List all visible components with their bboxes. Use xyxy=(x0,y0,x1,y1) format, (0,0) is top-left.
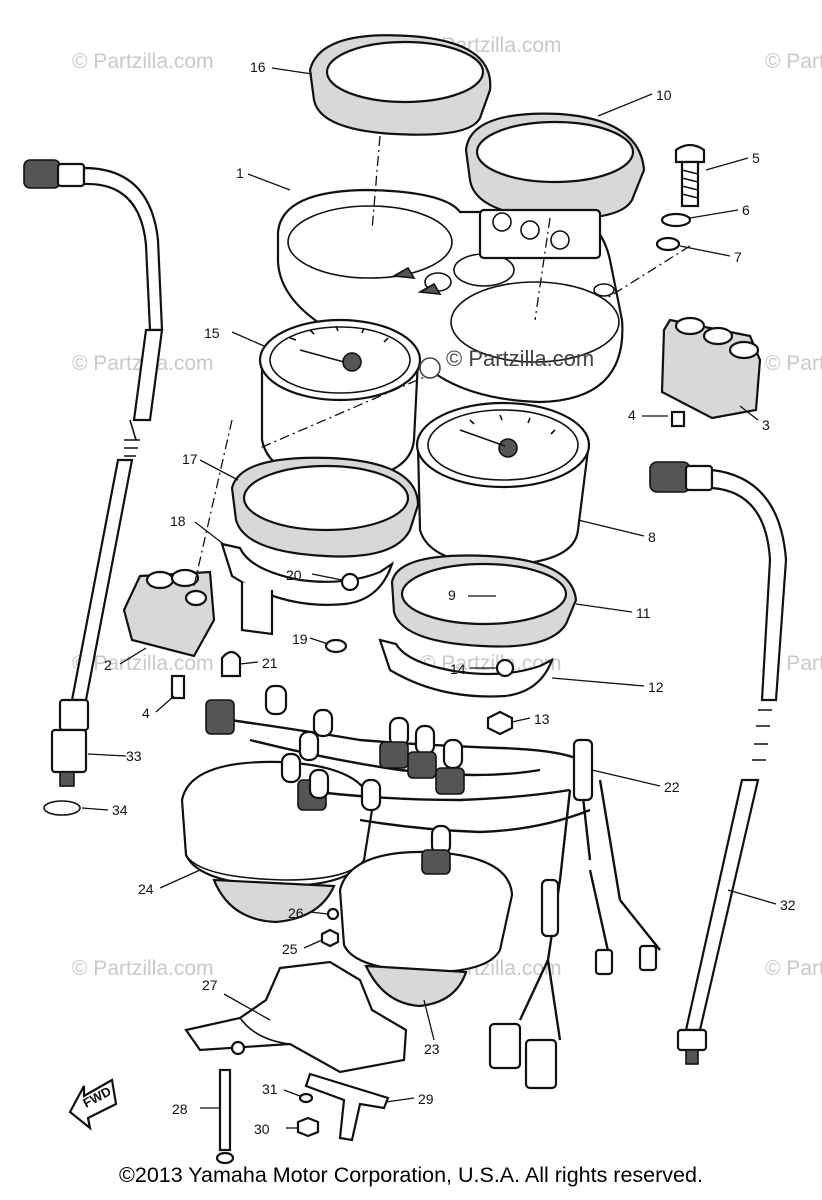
callout-27: 27 xyxy=(202,977,218,993)
center-watermark: © Partzilla.com xyxy=(419,346,594,379)
callout-6: 6 xyxy=(742,202,750,218)
callout-13: 13 xyxy=(534,711,550,727)
right-meter-cable xyxy=(649,461,788,1065)
callout-22: 22 xyxy=(664,779,680,795)
bulb xyxy=(220,650,242,678)
watermark: © Partzilla.com xyxy=(765,352,822,375)
watermark: © Partzilla.com xyxy=(765,50,822,73)
callout-21: 21 xyxy=(262,655,278,671)
callout-labels: 16 10 1 5 6 7 3 4 15 8 17 18 20 9 11 19 … xyxy=(104,59,796,1137)
callout-30: 30 xyxy=(254,1121,270,1137)
callout-29: 29 xyxy=(418,1091,434,1107)
bracket xyxy=(296,1072,390,1142)
callout-25: 25 xyxy=(282,941,298,957)
callout-4-upper: 4 xyxy=(628,407,636,423)
callout-15: 15 xyxy=(204,325,220,341)
leader-lines xyxy=(81,67,777,1129)
mount-plate-left xyxy=(220,542,395,654)
callout-31: 31 xyxy=(262,1081,278,1097)
watermark: © Partzilla.com xyxy=(72,50,214,73)
callout-4-lower: 4 xyxy=(142,705,150,721)
mount-ring-left xyxy=(230,456,420,558)
callout-34: 34 xyxy=(112,802,128,818)
callout-19: 19 xyxy=(292,631,308,647)
wiring-harness xyxy=(205,684,661,1090)
callout-33: 33 xyxy=(126,748,142,764)
watermark: © Partzilla.com xyxy=(72,652,214,675)
callout-5: 5 xyxy=(752,150,760,166)
indicator-block-right xyxy=(660,316,762,428)
watermark: © Partzilla.com xyxy=(72,957,214,980)
callout-3: 3 xyxy=(762,417,770,433)
small-screws xyxy=(320,907,340,948)
callout-14: 14 xyxy=(450,661,466,677)
bulb-sockets xyxy=(205,684,465,875)
callout-12: 12 xyxy=(648,679,664,695)
callout-32: 32 xyxy=(780,897,796,913)
watermark: © Partzilla.com xyxy=(765,957,822,980)
mount-bolt xyxy=(655,143,706,252)
bottom-cover xyxy=(184,960,408,1074)
callout-24: 24 xyxy=(138,881,154,897)
callout-20: 20 xyxy=(286,567,302,583)
callout-11: 11 xyxy=(636,605,651,621)
callout-8: 8 xyxy=(648,529,656,545)
lower-case-right xyxy=(338,850,514,1008)
watermark-main: © Partzilla.com xyxy=(446,346,594,371)
speedometer xyxy=(258,318,422,522)
long-screw xyxy=(215,1068,235,1165)
callout-28: 28 xyxy=(172,1101,188,1117)
mount-ring-right xyxy=(390,554,578,648)
callout-26: 26 xyxy=(288,905,304,921)
forward-arrow: FWD xyxy=(68,1078,118,1131)
callout-1: 1 xyxy=(236,165,244,181)
indicator-block-left xyxy=(122,568,216,700)
mount-plate-right xyxy=(378,638,555,736)
callout-9: 9 xyxy=(448,587,456,603)
callout-23: 23 xyxy=(424,1041,440,1057)
callout-17: 17 xyxy=(182,451,198,467)
callout-7: 7 xyxy=(734,249,742,265)
left-meter-cable xyxy=(23,159,164,816)
upper-bezel-right xyxy=(464,112,646,220)
callout-10: 10 xyxy=(656,87,672,103)
callout-16: 16 xyxy=(250,59,266,75)
callout-2: 2 xyxy=(104,657,112,673)
copyright-notice: ©2013 Yamaha Motor Corporation, U.S.A. A… xyxy=(119,1163,703,1187)
upper-bezel-left xyxy=(308,34,492,136)
callout-18: 18 xyxy=(170,513,186,529)
